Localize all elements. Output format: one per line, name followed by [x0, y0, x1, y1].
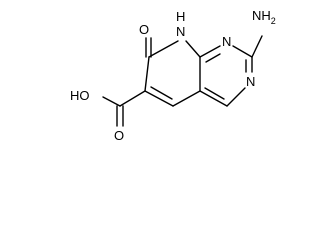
bond-c6-cacid	[119, 90, 146, 107]
bond-c4-c4a	[199, 90, 228, 107]
atom-label-nh2-main: NH	[252, 8, 271, 23]
atom-label-ho: HO	[70, 88, 90, 103]
bond-c2-nh2	[251, 35, 263, 58]
bond-c4a-c5	[172, 90, 201, 107]
bond-c7-n8	[148, 40, 179, 58]
atom-label-o-acid: O	[114, 128, 124, 143]
bond-n1-c2	[232, 45, 253, 58]
bond-c8a-n1-outer	[199, 45, 221, 58]
bond-cacid-oh	[102, 96, 121, 107]
bond-n3-c4	[226, 87, 246, 107]
bond-c6-c7	[144, 56, 150, 92]
bond-n8-c8a	[185, 40, 201, 58]
atom-label-o-keto: O	[139, 22, 149, 37]
bond-c8a-n1-inner	[205, 53, 221, 63]
atom-label-h: H	[176, 9, 185, 24]
atom-label-nh2: NH2	[252, 8, 276, 26]
atom-label-n8: N	[176, 24, 185, 39]
bond-c4-c4a-inner	[204, 87, 225, 100]
structure-diagram: H N NH2 N N O HO O	[70, 8, 276, 143]
bonds	[102, 35, 263, 127]
atom-label-n3: N	[246, 74, 255, 89]
atom-label-n1: N	[222, 34, 231, 49]
bond-c5-c6-inner	[150, 86, 173, 100]
molecule-canvas: H N NH2 N N O HO O	[70, 8, 276, 143]
atom-label-nh2-subscript: 2	[271, 16, 276, 26]
bond-c5-c6-outer	[144, 90, 174, 107]
atom-labels: H N NH2 N N O HO O	[70, 8, 276, 143]
